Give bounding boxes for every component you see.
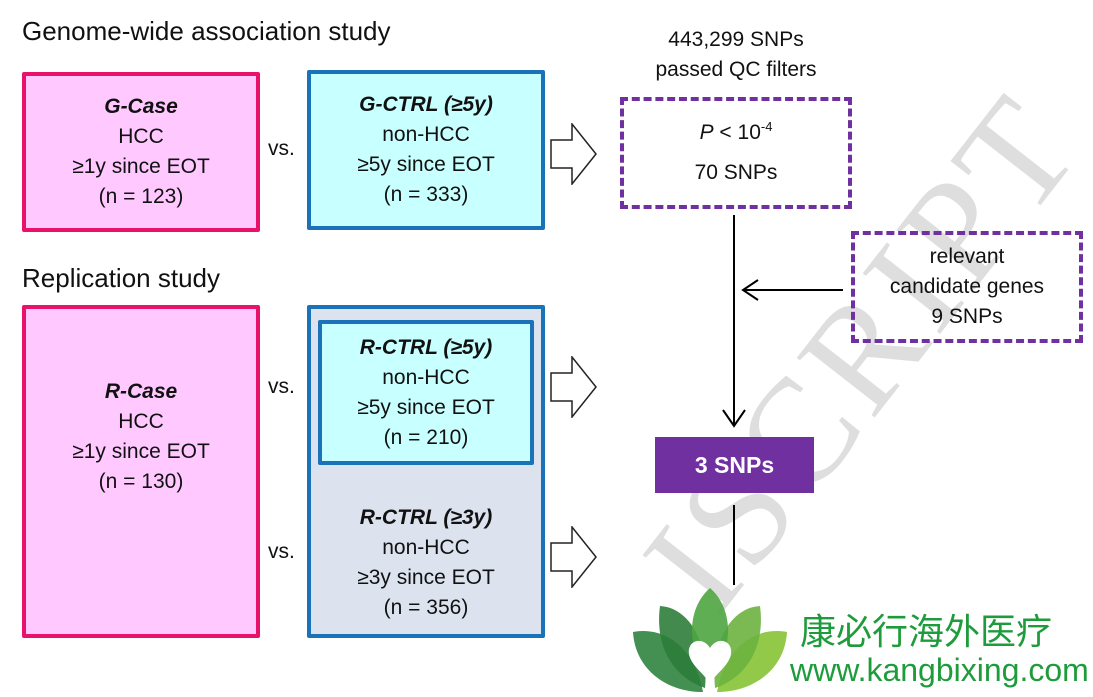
candidate-genes-box: relevant candidate genes 9 SNPs [851, 231, 1083, 343]
r-ctrl5-n: (n = 210) [383, 425, 469, 449]
gwas-section-title: Genome-wide association study [22, 16, 391, 46]
qc-count: 443,299 SNPs [668, 28, 804, 51]
r-case-group: HCC [118, 410, 164, 433]
g-vs-label: vs. [268, 137, 295, 160]
r-ctrl3-n: (n = 356) [383, 596, 469, 619]
r-ctrl3-block: R-CTRL (≥3y) non-HCC ≥3y since EOT (n = … [318, 503, 534, 623]
threshold-exponent: -4 [760, 119, 773, 134]
g-case-group: HCC [118, 125, 164, 148]
r-ctrl5-box: R-CTRL (≥5y) non-HCC ≥5y since EOT (n = … [318, 320, 534, 465]
r-ctrl3-group: non-HCC [382, 536, 470, 559]
threshold-p-symbol: P [699, 121, 714, 144]
r-vs-bottom-label: vs. [268, 540, 295, 563]
candidate-line3: 9 SNPs [931, 305, 1003, 328]
r-ctrl3-criteria: ≥3y since EOT [357, 566, 495, 589]
result-box: 3 SNPs [655, 437, 814, 493]
candidate-line1: relevant [929, 245, 1005, 268]
r-ctrl5-group: non-HCC [382, 365, 470, 389]
lotus-logo-icon [633, 588, 787, 692]
down-arrowhead-icon [722, 409, 746, 428]
g-ctrl-name: G-CTRL (≥5y) [359, 93, 493, 116]
g-case-criteria: ≥1y since EOT [72, 155, 210, 178]
threshold-base: < 10 [713, 121, 761, 144]
qc-text: 443,299 SNPs passed QC filters [620, 25, 852, 85]
r-ctrl3-name: R-CTRL (≥3y) [359, 506, 493, 529]
brand-name-cn: 康必行海外医疗 [800, 612, 1053, 653]
g-ctrl-criteria: ≥5y since EOT [357, 153, 495, 176]
left-arrowhead-icon [741, 279, 759, 301]
r-vs-top-label: vs. [268, 375, 295, 398]
r-ctrl5-criteria: ≥5y since EOT [357, 395, 495, 419]
r-ctrl5-name: R-CTRL (≥5y) [359, 335, 493, 359]
candidate-line2: candidate genes [889, 275, 1045, 298]
replication-section-title: Replication study [22, 263, 220, 293]
brand-url-link[interactable]: www.kangbixing.com [790, 652, 1089, 688]
r-case-name: R-Case [104, 380, 178, 403]
block-arrow-icon-r5 [550, 356, 597, 418]
block-arrow-icon-r3 [550, 526, 597, 588]
block-arrow-icon-gwas [550, 123, 597, 185]
qc-label: passed QC filters [655, 58, 817, 81]
g-case-n: (n = 123) [98, 185, 184, 208]
g-case-name: G-Case [104, 95, 178, 118]
g-ctrl-box: G-CTRL (≥5y) non-HCC ≥5y since EOT (n = … [307, 70, 545, 230]
r-case-box: R-Case HCC ≥1y since EOT (n = 130) [22, 305, 260, 638]
threshold-box: P < 10-4 70 SNPs [620, 97, 852, 209]
r-case-criteria: ≥1y since EOT [72, 440, 210, 463]
g-ctrl-group: non-HCC [382, 123, 470, 146]
threshold-count: 70 SNPs [694, 161, 778, 184]
g-ctrl-n: (n = 333) [383, 183, 469, 206]
r-case-n: (n = 130) [98, 470, 184, 493]
threshold-p: P < 10-4 [700, 120, 773, 146]
g-case-box: G-Case HCC ≥1y since EOT (n = 123) [22, 72, 260, 232]
